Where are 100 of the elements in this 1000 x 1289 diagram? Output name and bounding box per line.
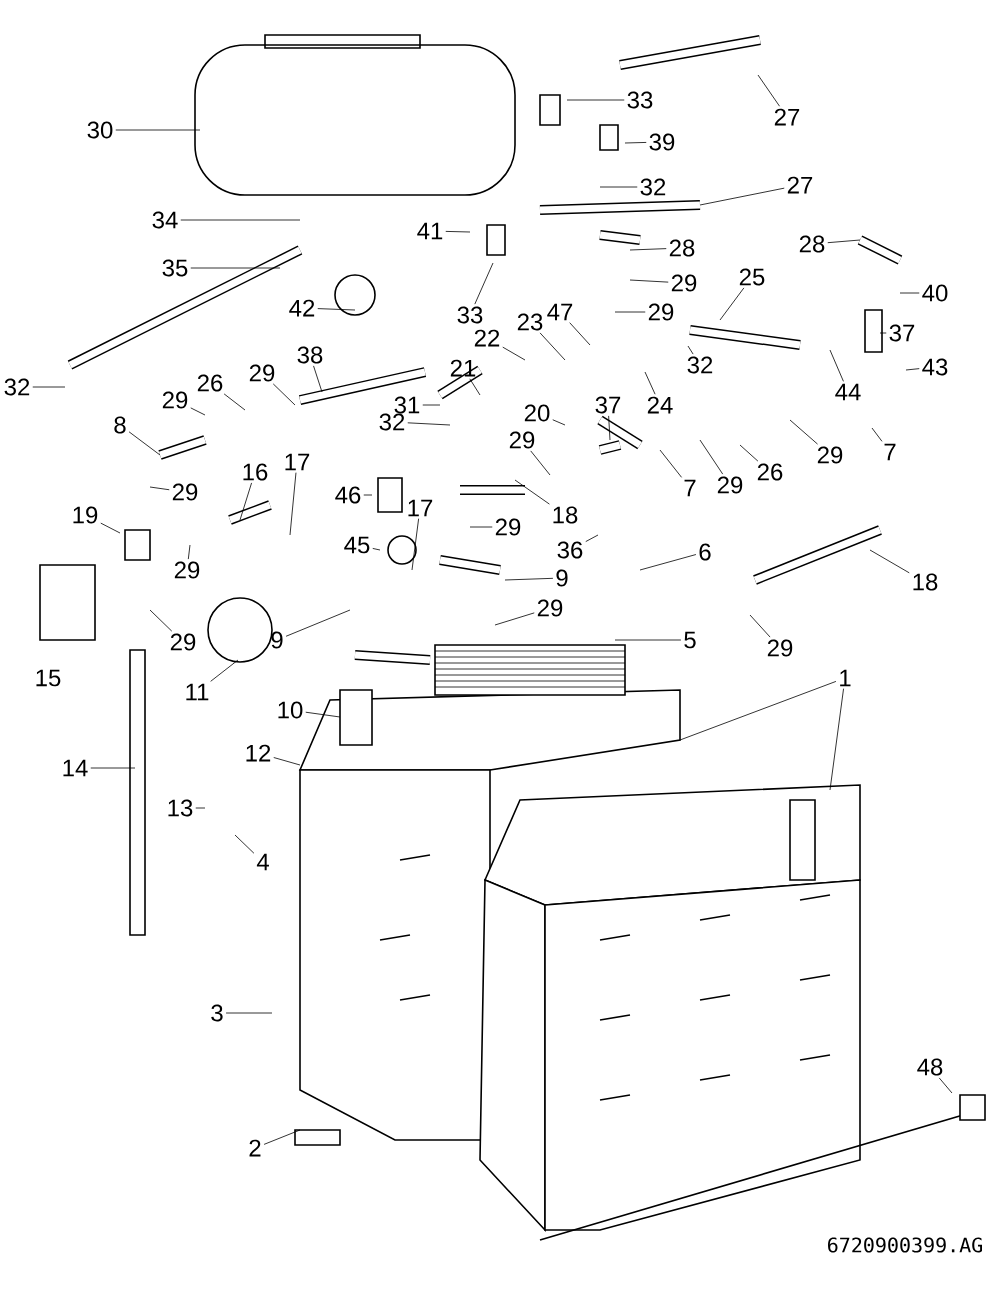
callout-number: 26 [757,463,783,481]
callout-number: 28 [799,235,825,253]
leader-line [32,386,66,388]
leader-line [644,371,656,395]
leader-line [614,639,682,641]
callout-number: 20 [524,404,550,422]
leader-line [608,415,611,441]
callout-number: 38 [297,346,323,364]
leader-line [829,349,844,382]
callout-number: 28 [669,239,695,257]
callout-number: 5 [684,631,696,649]
leader-line [190,407,206,416]
callout-number: 46 [335,486,361,504]
callout-number: 35 [162,259,188,277]
callout-number: 26 [197,374,223,392]
leader-line [539,332,566,361]
callout-number: 32 [640,178,666,196]
callout-number: 41 [417,222,443,240]
callout-number: 29 [648,303,674,321]
callout-number: 14 [63,759,88,777]
leader-line [90,767,136,769]
callout-number: 6 [699,543,711,561]
leader-line [530,450,551,476]
leader-line [313,365,323,393]
callout-number: 9 [556,569,568,587]
callout-number: 29 [817,446,843,464]
callout-number: 40 [922,284,948,302]
leader-line [372,548,381,551]
leader-line [699,187,785,206]
leader-line [789,419,818,445]
callout-number: 18 [553,506,578,524]
leader-line [187,544,191,560]
leader-line [225,1012,273,1014]
callout-number: 33 [457,306,483,324]
leader-line [100,522,121,534]
callout-number: 24 [647,396,673,414]
callout-number: 31 [394,396,420,414]
leader-line [639,554,697,571]
callout-number: 15 [36,669,61,687]
callout-number: 8 [114,416,126,434]
callout-number: 29 [717,476,743,494]
callout-number: 11 [186,683,209,701]
leader-line [749,614,771,638]
leader-line [407,422,451,426]
callout-number: 13 [168,799,193,817]
callout-number: 32 [4,378,30,396]
leader-line [128,431,161,456]
leader-line [272,383,296,406]
leader-line [363,494,373,496]
leader-line [629,248,667,251]
leader-line [659,449,682,478]
callout-number: 1 [840,669,851,687]
callout-number: 47 [547,303,573,321]
leader-line [879,332,887,334]
callout-number: 25 [739,268,765,286]
leader-line [223,393,246,411]
callout-number: 33 [627,91,653,109]
leader-line [469,526,493,528]
leader-line [869,549,910,574]
leader-line [899,292,920,294]
callout-number: 27 [787,176,813,194]
callout-number: 17 [408,499,433,517]
callout-number: 7 [884,443,896,461]
leader-line [514,479,550,505]
callout-number: 29 [537,599,563,617]
callout-number: 30 [87,121,113,139]
leader-line [827,239,861,244]
leader-line [474,262,494,305]
leader-line [699,439,724,475]
callout-number: 3 [211,1004,223,1022]
leader-line [239,482,252,521]
leader-line [305,711,341,718]
leader-line [445,231,471,233]
callout-number: 42 [289,299,315,317]
leader-line [195,807,206,809]
leader-line [585,534,599,542]
leader-line [687,345,694,355]
callout-number: 4 [256,853,269,871]
leader-line [829,688,844,791]
leader-line [289,472,297,536]
leader-line [115,129,201,131]
leader-line [552,419,566,426]
callout-number: 32 [379,413,405,431]
leader-line [422,404,441,406]
callout-number: 34 [152,211,178,229]
callout-number: 23 [517,313,543,331]
callout-number: 43 [922,358,948,376]
leader-line [273,757,301,766]
callout-number: 17 [285,453,310,471]
leader-line [757,74,780,107]
callout-number: 29 [249,364,275,382]
leader-line [569,322,591,346]
callout-number: 18 [913,573,938,591]
leader-line [317,308,356,311]
callout-number: 39 [649,133,675,151]
callout-number: 37 [889,324,915,342]
leader-line [190,267,281,269]
leader-line [871,427,883,442]
callout-number: 21 [450,359,476,377]
callout-number: 10 [278,701,303,719]
